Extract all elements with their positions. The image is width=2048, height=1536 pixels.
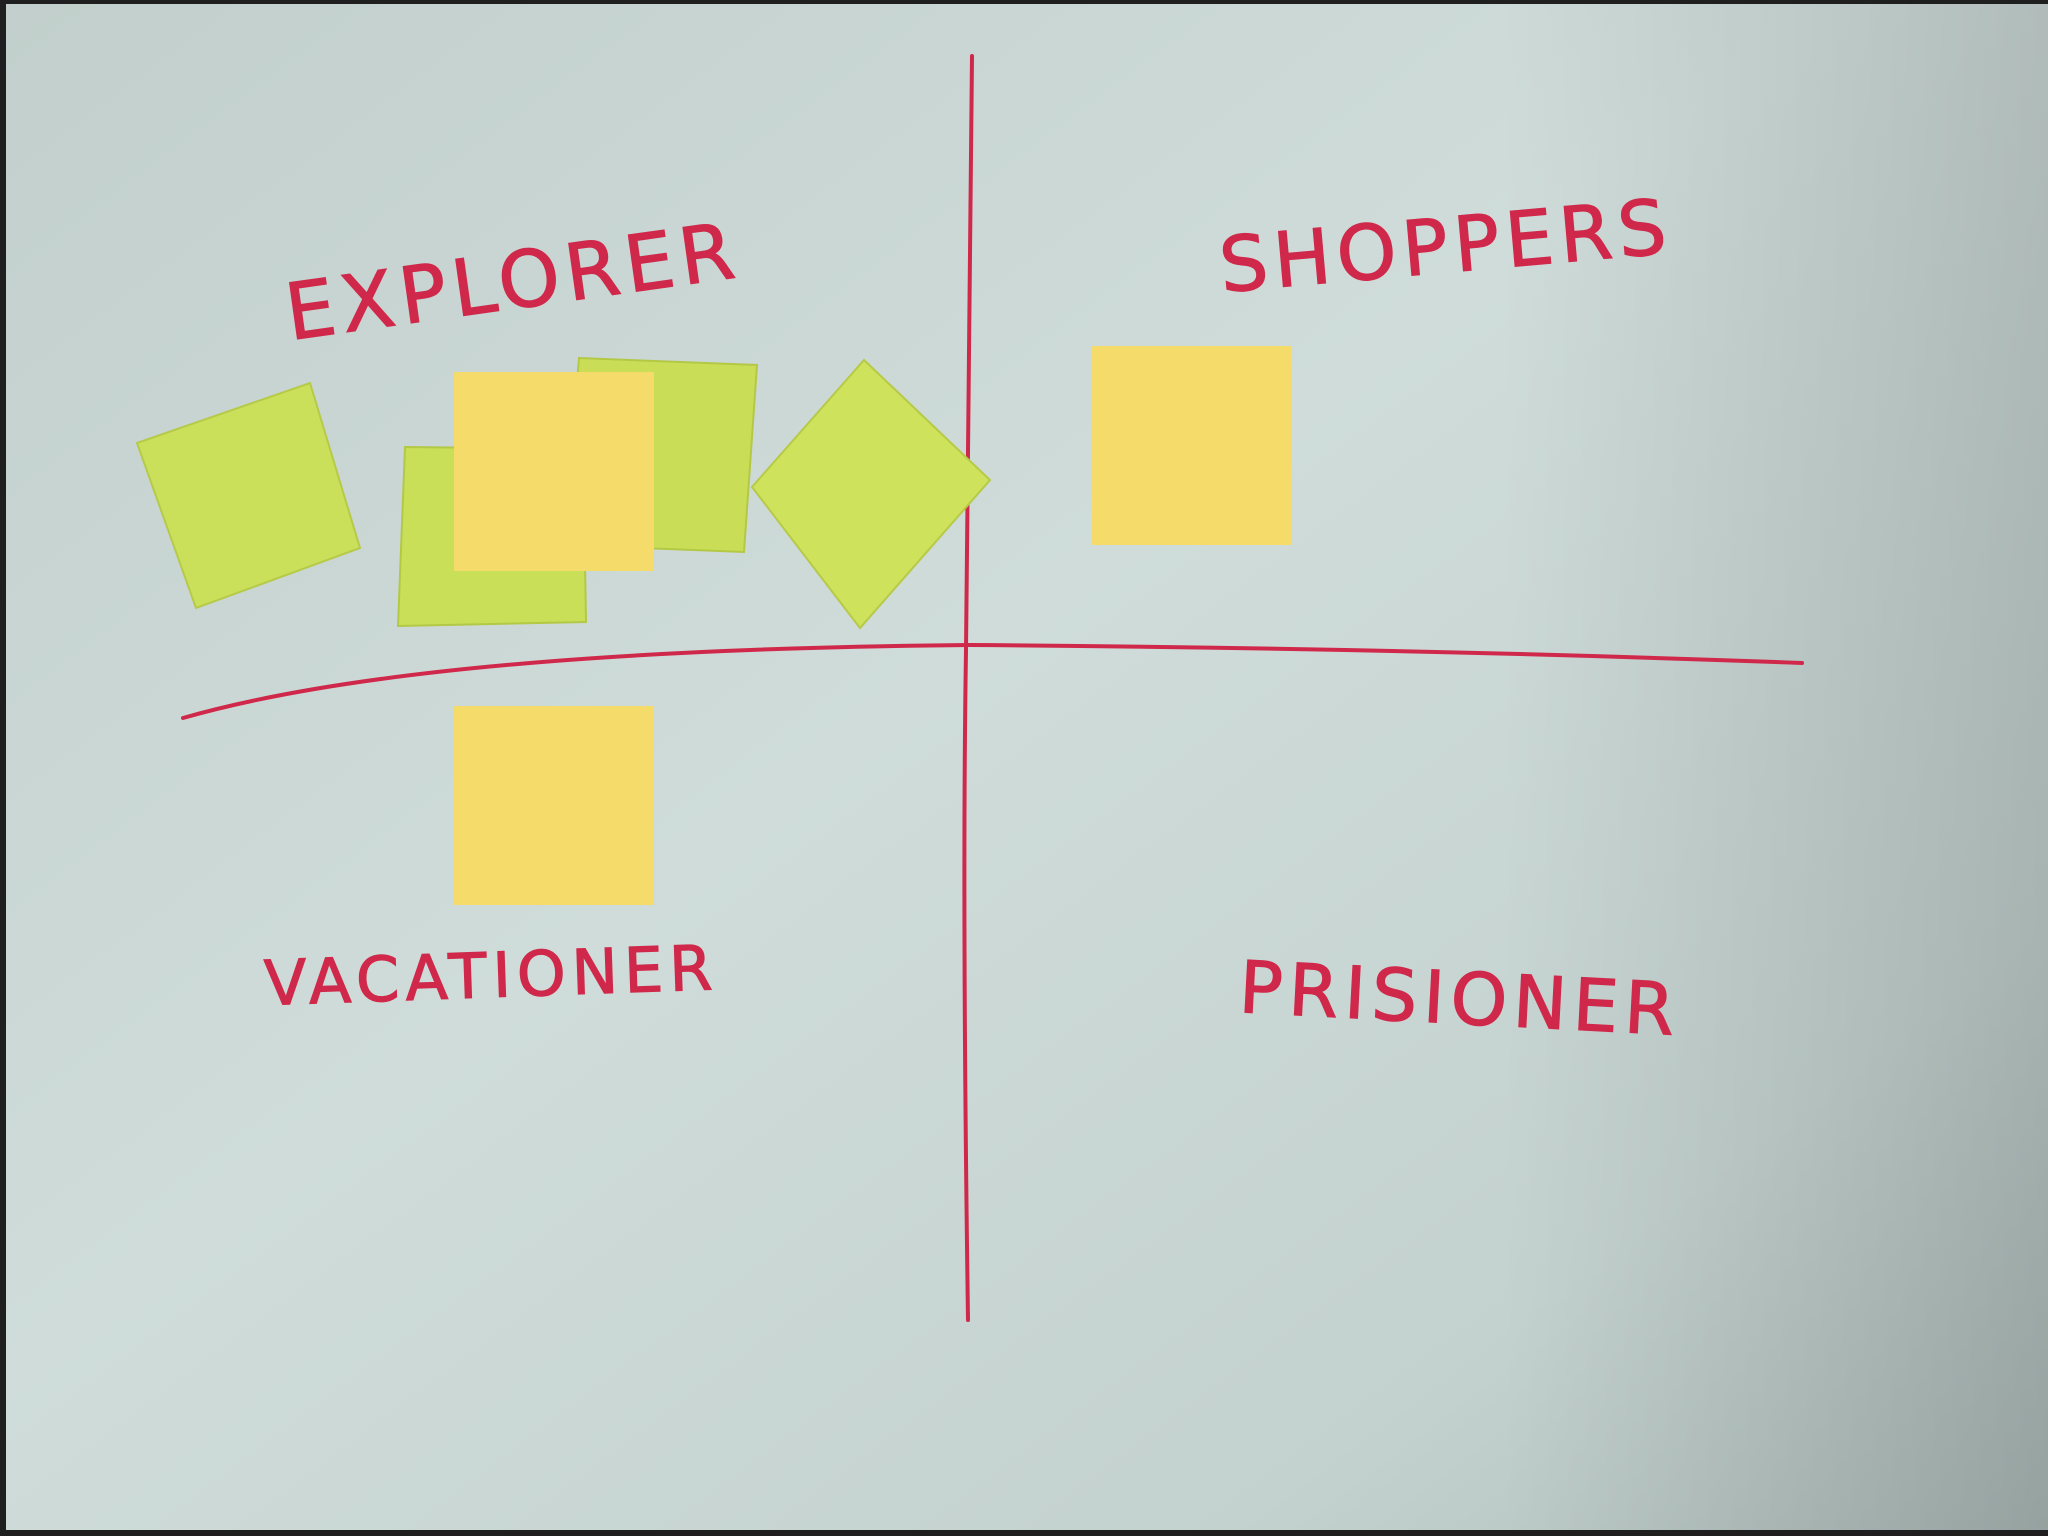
- yellow-sticky-note-shoppers: [1092, 346, 1292, 545]
- yellow-sticky-note-explorer: [454, 372, 654, 571]
- yellow-sticky-note-vacationer: [454, 706, 654, 905]
